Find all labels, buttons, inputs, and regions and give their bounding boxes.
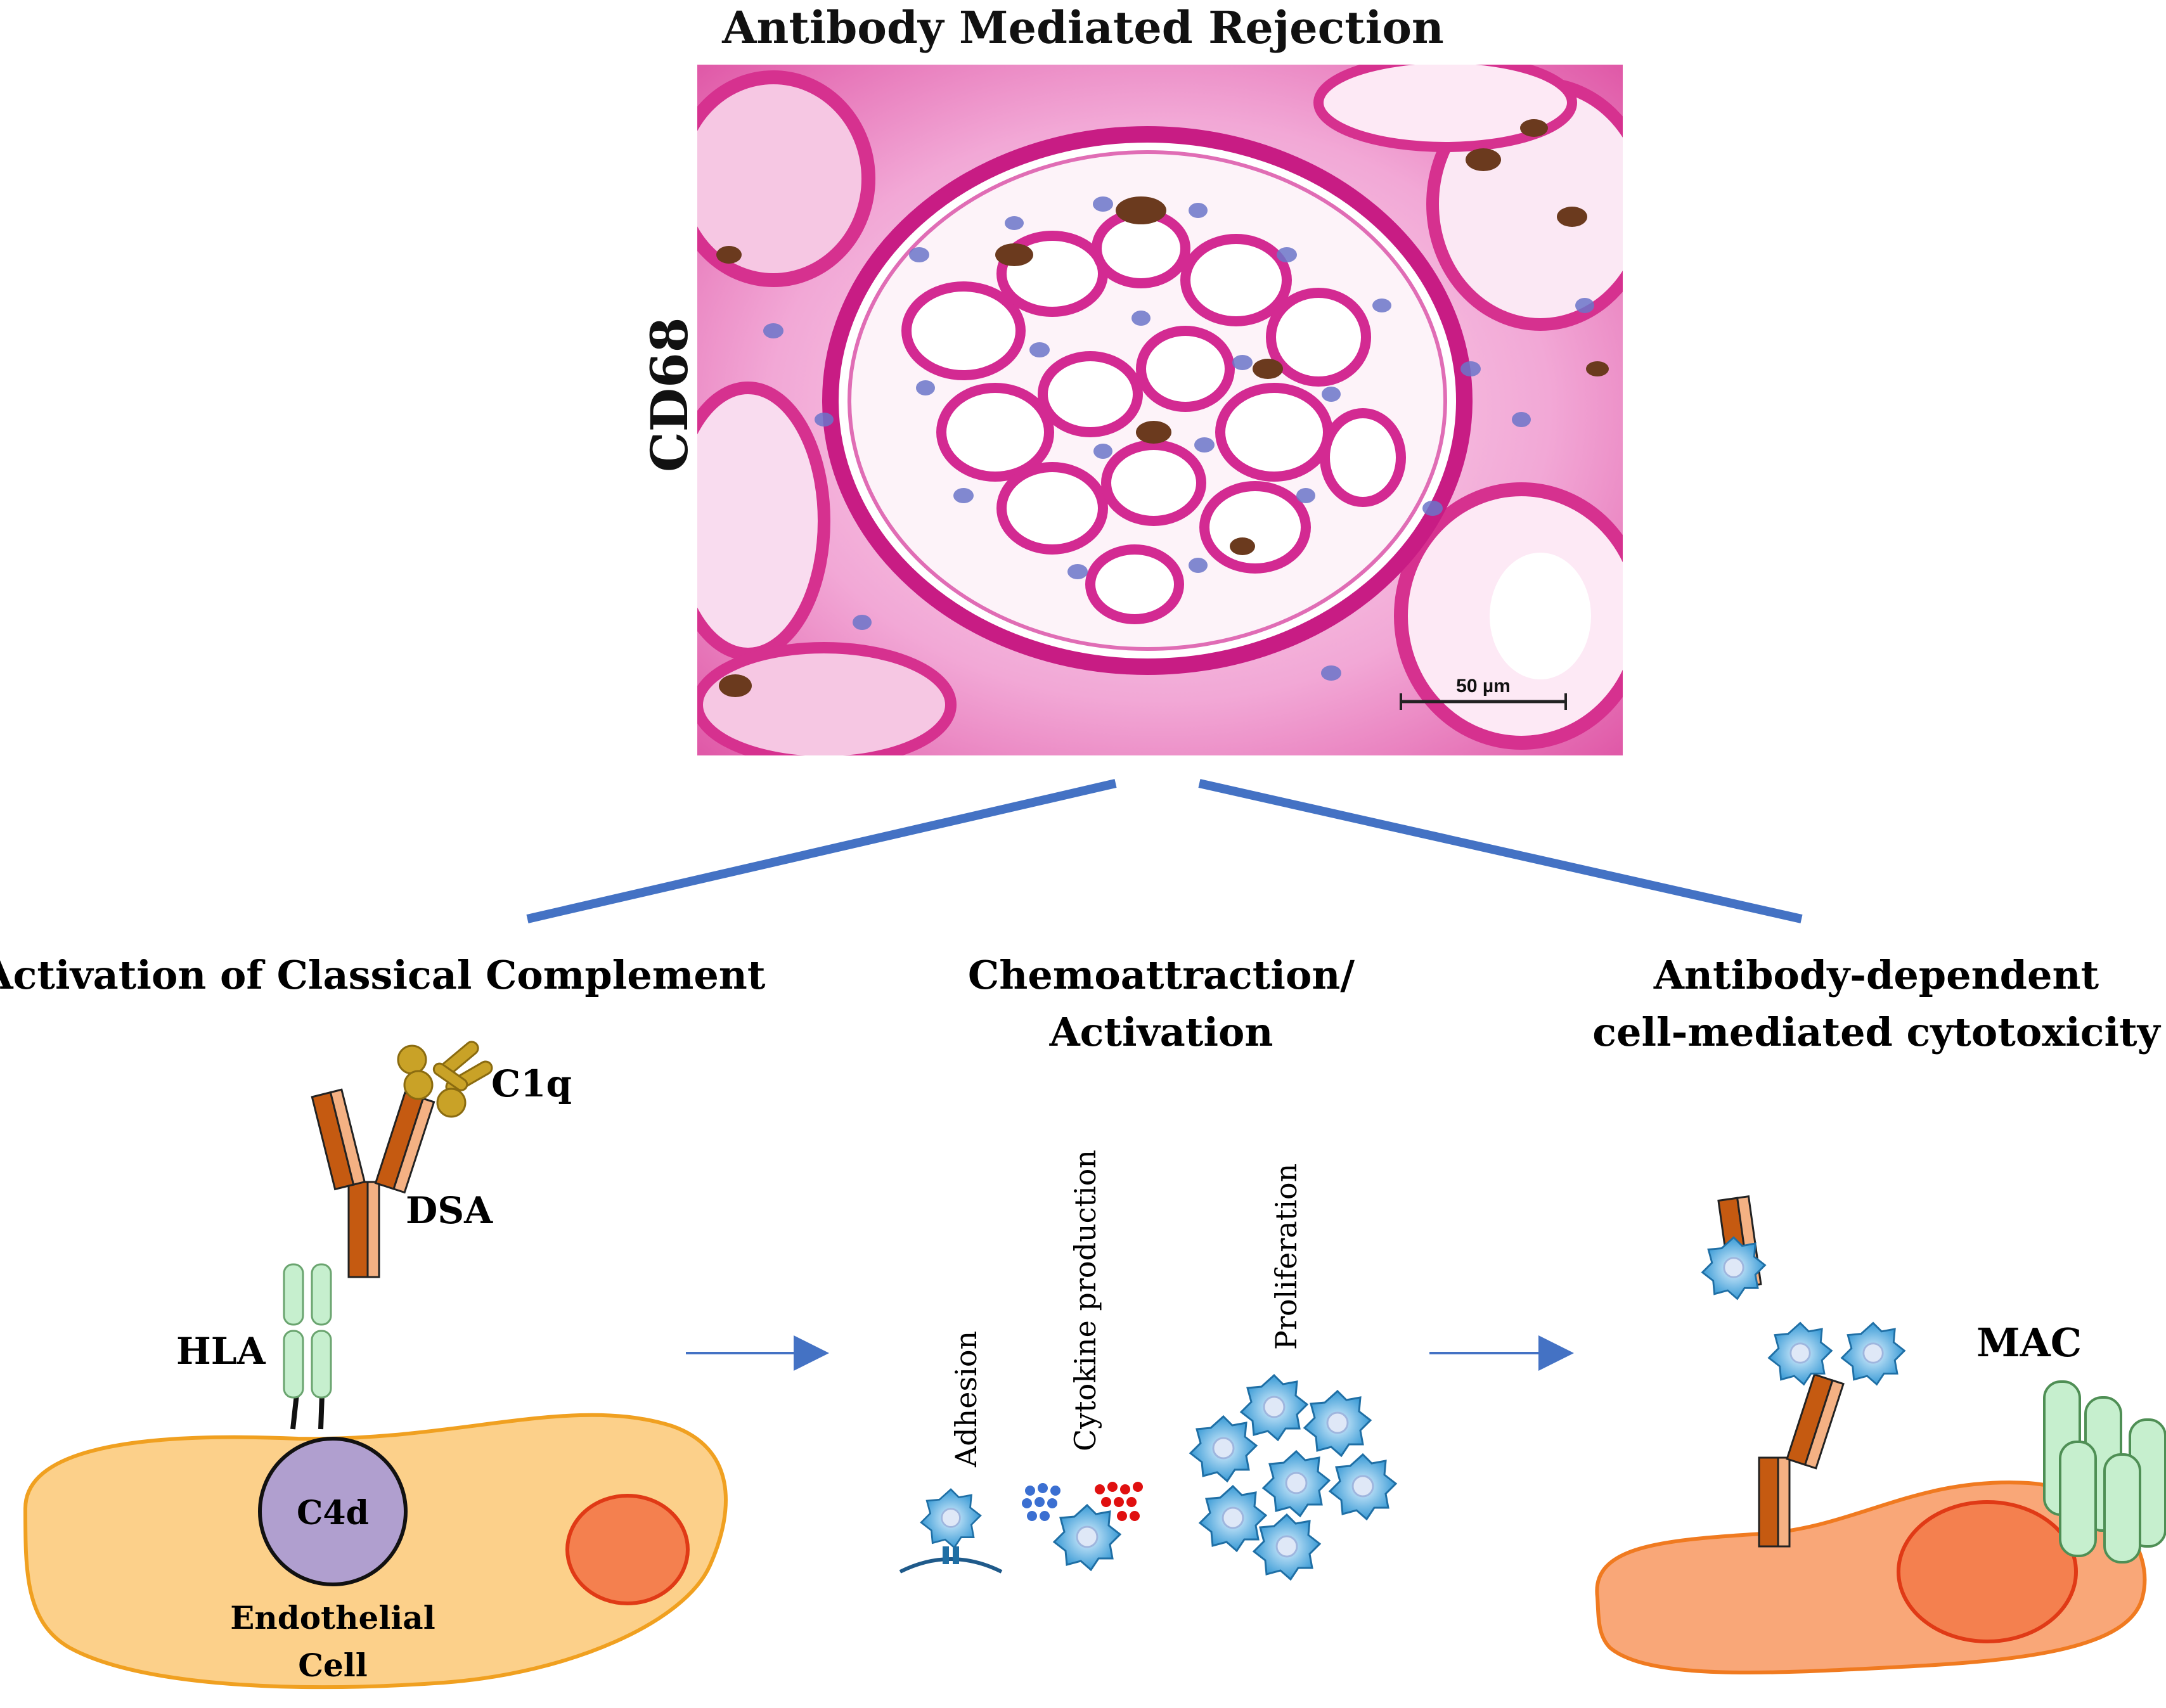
endothelial-label-2: Cell [298,1647,368,1684]
dsa-antibody [311,1088,435,1278]
cytokine-cell [1022,1482,1143,1571]
adcc-heading-1: Antibody-dependent [1653,952,2099,998]
c4d-circle [258,1437,408,1586]
adcc-effector-cells [1701,1236,1905,1385]
adhesion-cell [899,1488,1003,1574]
chemo-heading-2: Activation [1049,1009,1273,1055]
figure-title: Antibody Mediated Rejection [722,1,1444,54]
c1q-label: C1q [491,1062,572,1105]
adcc-heading-2: cell-mediated cytotoxicity [1592,1009,2161,1055]
histology-micrograph: 50 µm [697,65,1623,755]
c1q-molecule [397,1041,493,1118]
connector-line-right [1198,779,1803,923]
chemo-heading-1: Chemoattraction/ [968,952,1355,998]
mac-complex [2043,1380,2166,1564]
proliferation-label: Proliferation [1269,1164,1303,1350]
endothelial-label-1: Endothelial [230,1599,435,1636]
hla-label: HLA [176,1330,266,1373]
proliferating-cells [1189,1374,1397,1581]
complement-heading: Activation of Classical Complement [0,952,766,998]
cytokine-label: Cytokine production [1068,1150,1102,1451]
dsa-label: DSA [406,1189,493,1232]
endothelial-nucleus [565,1494,690,1605]
adhesion-label: Adhesion [949,1331,983,1468]
connector-line-left [526,779,1117,923]
scale-bar-label: 50 µm [1456,676,1511,697]
target-nucleus [1897,1500,2078,1643]
hla-molecule [283,1263,332,1430]
c4d-label: C4d [297,1494,369,1532]
mac-label: MAC [1976,1320,2082,1366]
